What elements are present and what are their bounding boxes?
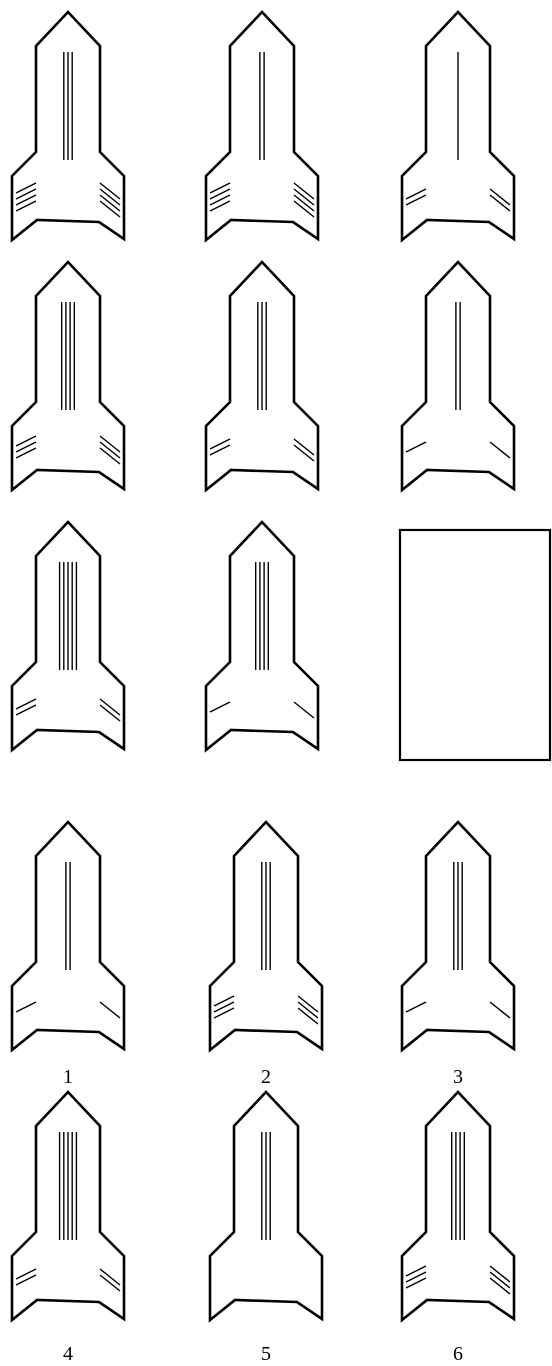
option-6[interactable]: 6 <box>402 1092 514 1365</box>
option-3[interactable]: 3 <box>402 822 514 1088</box>
grid-rocket-r3c2 <box>206 522 318 750</box>
rocket-outline <box>402 262 514 490</box>
option-rocket <box>402 822 514 1050</box>
option-1[interactable]: 1 <box>12 822 124 1088</box>
grid-rocket-r1c3 <box>402 12 514 240</box>
option-label: 1 <box>63 1066 73 1088</box>
option-5[interactable]: 5 <box>210 1092 322 1365</box>
rocket-outline <box>12 822 124 1050</box>
option-rocket <box>210 1092 322 1320</box>
option-2[interactable]: 2 <box>210 822 322 1088</box>
grid-rocket-r1c2 <box>206 12 318 240</box>
option-label: 3 <box>453 1066 463 1088</box>
rocket-outline <box>206 522 318 750</box>
missing-cell-box[interactable] <box>400 530 550 760</box>
grid-rocket-r1c1 <box>12 12 124 240</box>
option-rocket <box>402 1092 514 1320</box>
option-rocket <box>12 822 124 1050</box>
grid-rocket-r2c2 <box>206 262 318 490</box>
answer-options: 1 2 3 4 5 6 <box>12 822 514 1365</box>
rocket-outline <box>206 12 318 240</box>
rocket-outline <box>402 1092 514 1320</box>
grid-rocket-r2c3 <box>402 262 514 490</box>
grid-rocket-r3c1 <box>12 522 124 750</box>
option-4[interactable]: 4 <box>12 1092 124 1365</box>
rocket-outline <box>12 262 124 490</box>
option-label: 5 <box>261 1343 271 1365</box>
option-label: 2 <box>261 1066 271 1088</box>
option-label: 4 <box>63 1343 73 1365</box>
option-label: 6 <box>453 1343 463 1365</box>
grid-rocket-r2c1 <box>12 262 124 490</box>
option-rocket <box>12 1092 124 1320</box>
option-rocket <box>210 822 322 1050</box>
